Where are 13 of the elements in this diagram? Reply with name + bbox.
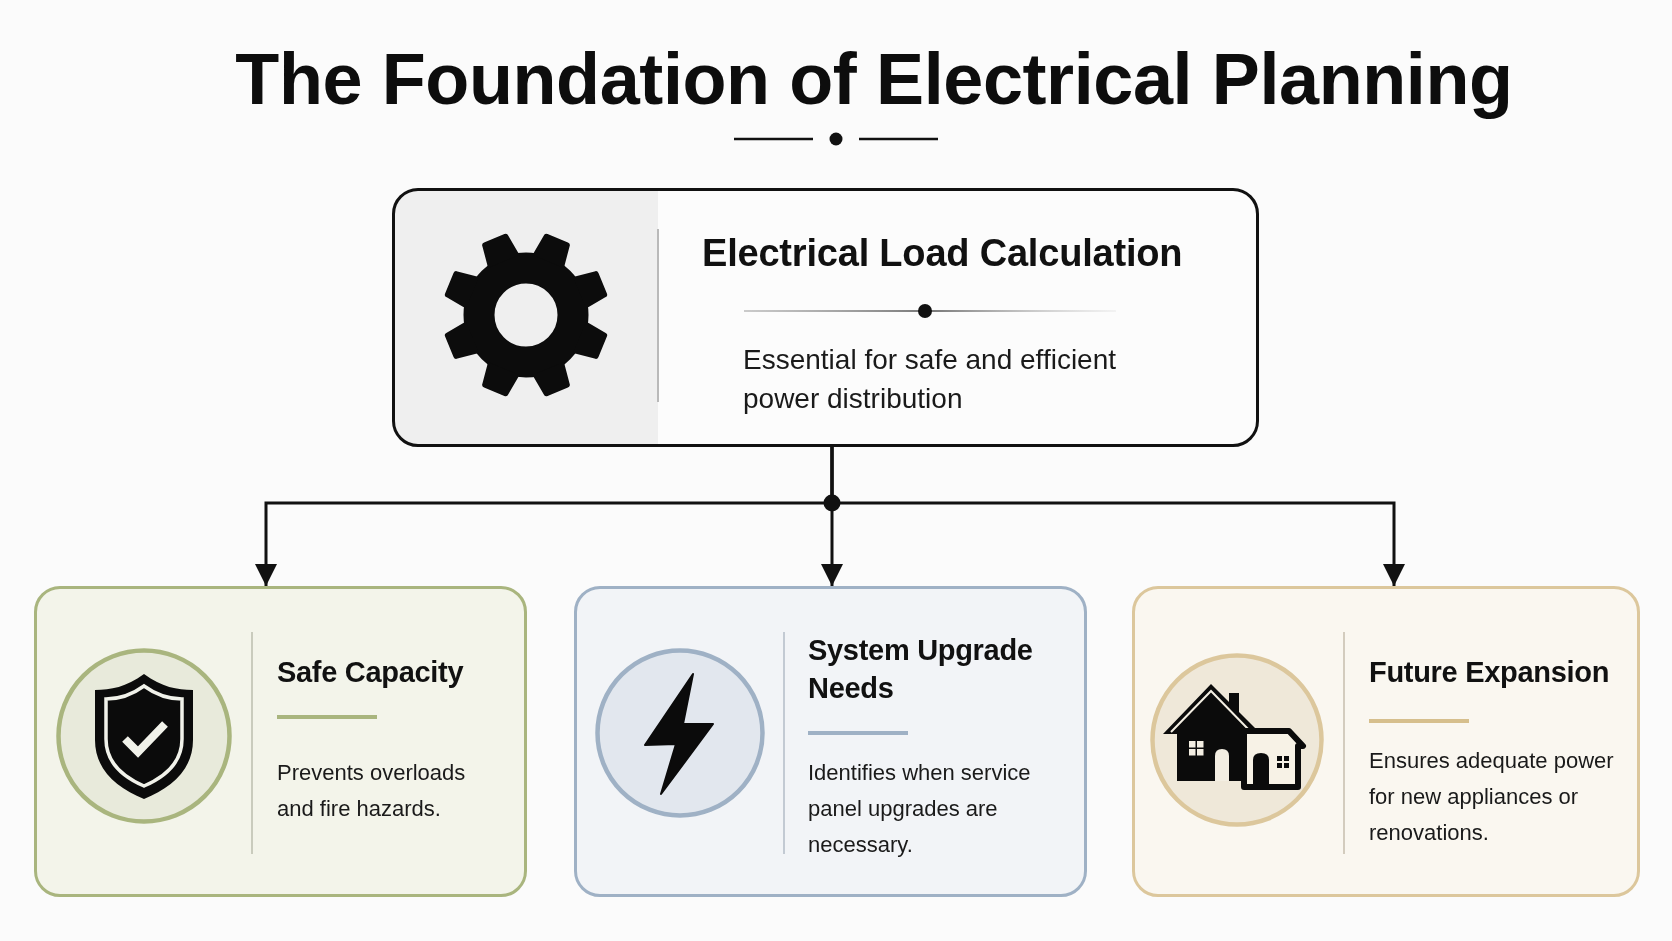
card-description: Prevents overloads and fire hazards. (277, 759, 467, 823)
arrow (830, 447, 1405, 586)
box-description: Essential for safe and efficient power distribution (743, 343, 1118, 416)
box-title: Electrical Load Calculation (702, 231, 1184, 276)
card-description: Identifies when service panel upgrades are necessary. (808, 759, 1032, 859)
process-box (392, 188, 1259, 447)
card-description: Ensures adequate power for new appliances or renovations. (1369, 747, 1615, 847)
card-title: Future Expansion (1369, 655, 1611, 690)
info-card (574, 586, 1087, 897)
card-title: System Upgrade Needs (808, 633, 1034, 706)
card-title: Safe Capacity (277, 655, 465, 690)
info-card (1132, 586, 1640, 897)
info-card (34, 586, 527, 897)
